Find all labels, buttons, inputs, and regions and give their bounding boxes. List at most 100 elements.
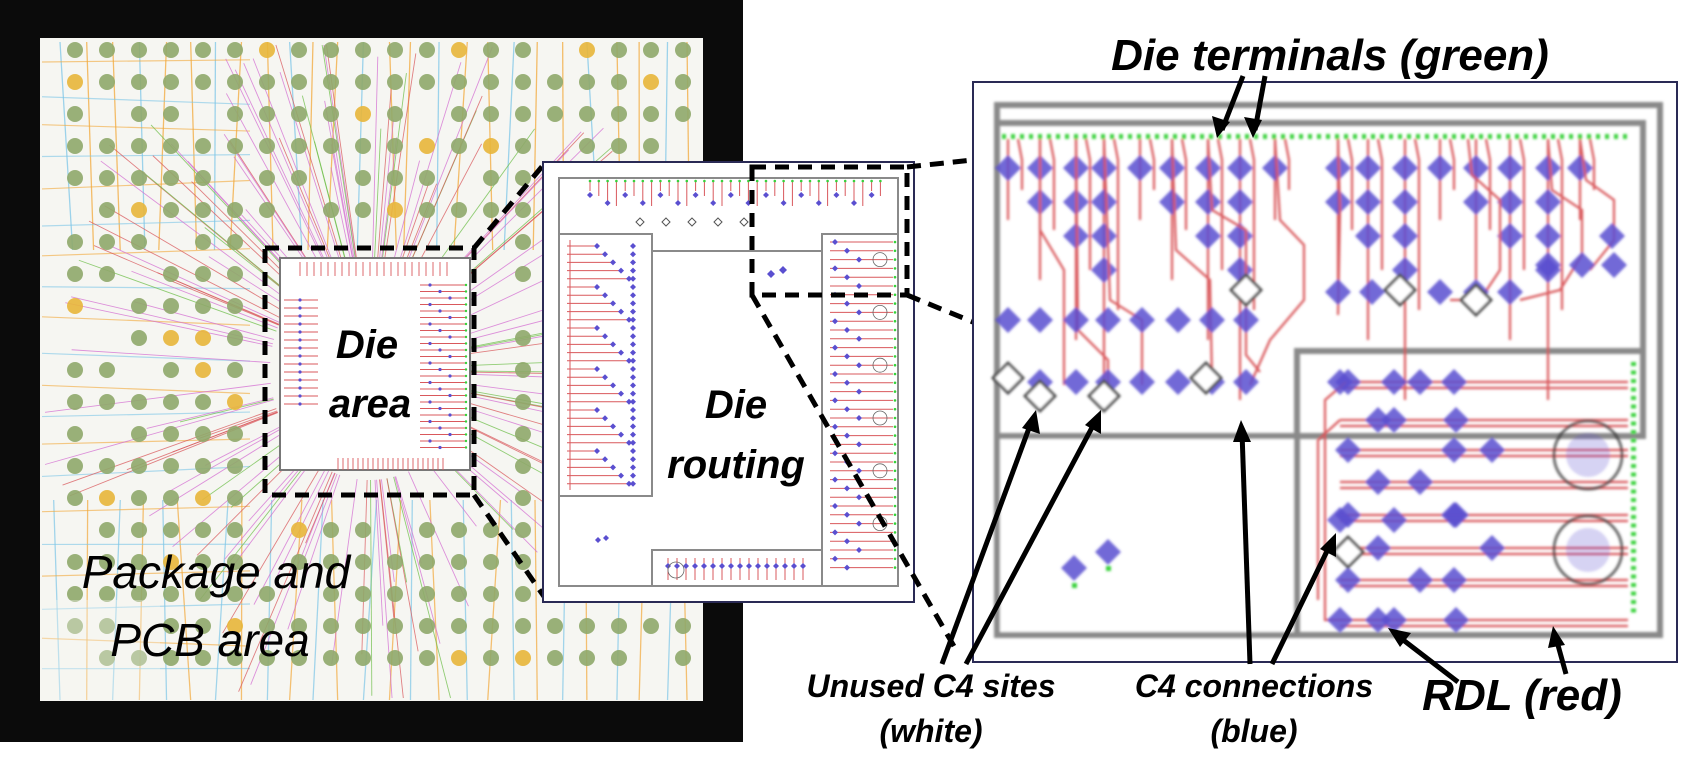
package-ball [291, 106, 307, 122]
unused-c4 [687, 217, 697, 227]
c4-dot [428, 302, 432, 307]
package-ball [515, 42, 531, 58]
pcb-trace [41, 465, 251, 478]
die-terminal [1542, 134, 1546, 139]
package-ball [451, 586, 467, 602]
c4-connection [1355, 223, 1381, 249]
pcb-trace [176, 499, 192, 701]
die-terminal [1578, 134, 1582, 139]
c4-connection [1535, 223, 1561, 249]
terminal-dot [632, 179, 636, 183]
c4-via [604, 200, 611, 206]
terminal-dot [893, 311, 897, 314]
die-terminal [1155, 134, 1159, 139]
c4-via [610, 259, 616, 266]
c4-dot [428, 400, 432, 404]
terminal-dot [870, 179, 873, 183]
package-ball [515, 170, 531, 186]
c4-via [710, 200, 717, 206]
die-terminal [1631, 591, 1636, 596]
package-ball [355, 42, 371, 58]
pcb-trace [41, 570, 251, 577]
c4-via [674, 563, 680, 569]
die-terminal [1398, 134, 1402, 139]
c4-via [719, 563, 725, 569]
pcb-trace [312, 499, 324, 701]
c4-connection [1535, 252, 1561, 278]
die-terminal [1074, 134, 1078, 139]
c4-via [710, 563, 716, 569]
c4-connection [1441, 437, 1467, 463]
power-ring [872, 410, 888, 426]
package-ball [675, 42, 691, 58]
terminal-dot [893, 275, 897, 279]
c4-via [832, 371, 838, 377]
unused-c4-arrowheads [1022, 410, 1101, 434]
package-ball [227, 554, 243, 570]
die-terminal [1137, 134, 1141, 139]
c4-via [630, 390, 636, 397]
c4-connection [1327, 607, 1353, 633]
terminal-dot [464, 322, 468, 326]
c4-dot [428, 361, 432, 365]
terminal-dot [852, 179, 856, 183]
c4-dot [428, 341, 432, 346]
zoom-line-top-right [906, 157, 974, 170]
package-ball [515, 426, 531, 442]
terminal-dot [623, 179, 627, 183]
package-ball [99, 490, 115, 506]
terminal-dot [893, 407, 897, 411]
escape-trace [44, 399, 274, 465]
die-terminal [1425, 134, 1429, 139]
pcb-trace [436, 41, 440, 251]
package-ball [195, 522, 211, 538]
c4-connection [1443, 407, 1469, 433]
c4-dot [428, 322, 432, 326]
escape-trace [150, 124, 304, 289]
die-terminal [1173, 134, 1177, 139]
package-ball [547, 106, 563, 122]
c4-via [594, 284, 600, 290]
zoom-rdl-routing [990, 134, 1636, 633]
package-ball [419, 554, 435, 570]
rdl-trace [1556, 138, 1564, 310]
pcb-trace [59, 41, 74, 251]
terminal-dot [893, 557, 897, 561]
c4-connection [1497, 279, 1523, 305]
c4-dot [298, 394, 302, 398]
die-terminal [1631, 438, 1636, 443]
c4-connection [1392, 189, 1418, 215]
die-terminal [1281, 134, 1285, 139]
pcb-trace [111, 41, 121, 251]
die-terminal [1497, 134, 1501, 139]
c4-via [630, 349, 636, 356]
unused-c4-site [1188, 360, 1224, 396]
c4-via [630, 448, 636, 454]
c4-via [844, 432, 850, 439]
terminal-dot [685, 179, 689, 183]
package-ball [195, 298, 211, 314]
package-ball [195, 490, 211, 506]
c4-connection [1129, 369, 1155, 395]
package-ball [611, 618, 627, 634]
zoom-line-top-left [472, 161, 547, 250]
c4-connection [1195, 189, 1221, 215]
die-terminal [1631, 557, 1636, 562]
package-ball [195, 266, 211, 282]
pcb-trace [41, 219, 251, 227]
pcb-trace [214, 499, 229, 701]
rdl-trace [1016, 138, 1024, 190]
package-ball [195, 586, 211, 602]
power-ring [872, 252, 888, 268]
terminal-dot [615, 179, 618, 183]
die-terminal [1299, 134, 1303, 139]
package-ball [547, 650, 563, 666]
c4-connection [1381, 407, 1407, 433]
die-terminal [1065, 134, 1069, 139]
rdl-trace [1248, 138, 1306, 386]
package-ball [515, 74, 531, 90]
package-ball [259, 138, 275, 154]
c4-via [844, 300, 850, 307]
c4-via [856, 283, 862, 289]
escape-trace [179, 398, 274, 423]
